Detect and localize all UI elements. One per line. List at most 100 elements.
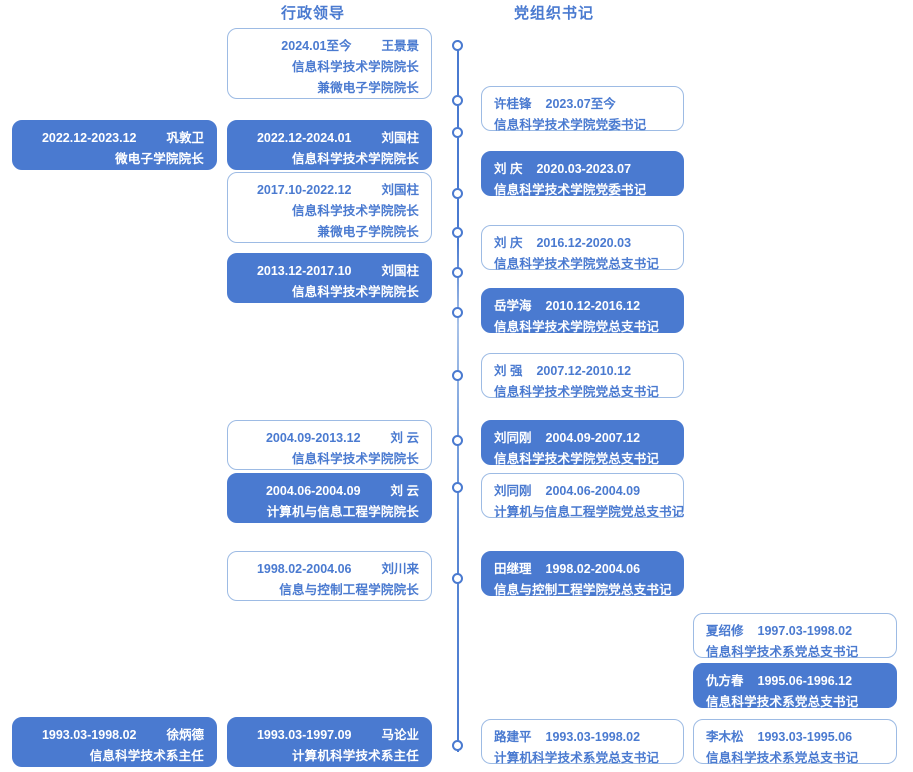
card-position-title: 计算机与信息工程学院党总支书记 — [494, 505, 685, 519]
card-position-title: 微电子学院院长 — [115, 152, 204, 166]
card-period: 2023.07至今 — [545, 97, 616, 111]
timeline-node-2[interactable] — [452, 95, 463, 106]
timeline-card-liuqing-2[interactable]: 刘 庆 2016.12-2020.03 信息科学技术学院党总支书记 — [481, 225, 684, 271]
timeline-node-11[interactable] — [452, 573, 463, 584]
card-person-name: 刘国柱 — [381, 264, 419, 278]
card-position-title: 计算机科学技术系主任 — [291, 749, 419, 763]
card-position-title: 计算机科学技术系党总支书记 — [494, 751, 660, 765]
card-person-name: 李木松 — [706, 730, 744, 744]
timeline-node-5[interactable] — [452, 227, 463, 238]
card-position-title: 信息科学技术学院党总支书记 — [494, 320, 660, 334]
card-person-name: 刘 云 — [390, 484, 419, 498]
column-header-administrative-leaders: 行政领导 — [281, 5, 346, 22]
card-person-name: 马论业 — [381, 728, 419, 742]
card-person-name: 巩敦卫 — [166, 131, 204, 145]
card-period: 2004.06-2004.09 — [265, 484, 361, 498]
timeline-node-7[interactable] — [452, 307, 463, 318]
card-position-title: 信息科学技术学院党委书记 — [494, 183, 647, 197]
card-person-name: 岳学海 — [494, 299, 532, 313]
card-period: 2016.12-2020.03 — [536, 236, 632, 250]
timeline-node-9[interactable] — [452, 435, 463, 446]
card-person-name: 仇方春 — [706, 674, 744, 688]
card-heading-qiufangchun: 仇方春 1995.06-1996.12 — [706, 671, 884, 692]
timeline-node-12[interactable] — [452, 740, 463, 751]
card-person-name: 刘 强 — [494, 364, 523, 378]
column-header-party-secretaries: 党组织书记 — [514, 5, 595, 22]
card-position-title: 信息科学技术学院院长 — [291, 60, 419, 74]
card-period: 2022.12-2024.01 — [256, 131, 352, 145]
card-period: 1993.03-1998.02 — [41, 728, 137, 742]
card-position-title: 兼微电子学院院长 — [317, 225, 419, 239]
card-person-name: 夏绍修 — [706, 624, 744, 638]
card-heading-malunye: 1993.03-1997.09 马论业 — [240, 725, 419, 746]
card-person-name: 刘同刚 — [494, 484, 532, 498]
card-position-title: 信息科学技术系党总支书记 — [706, 751, 859, 765]
card-period: 1993.03-1995.06 — [757, 730, 853, 744]
card-person-name: 刘 庆 — [494, 236, 523, 250]
card-position-title: 信息科学技术系党总支书记 — [706, 645, 859, 659]
card-period: 2013.12-2017.10 — [256, 264, 352, 278]
card-person-name: 路建平 — [494, 730, 532, 744]
timeline-card-limusong[interactable]: 李木松 1993.03-1995.06 信息科学技术系党总支书记 — [693, 719, 897, 765]
card-person-name: 刘 云 — [390, 431, 419, 445]
card-period: 2024.01至今 — [281, 39, 352, 53]
card-period: 2004.06-2004.09 — [545, 484, 641, 498]
timeline-card-liuyun-2[interactable]: 2004.06-2004.09 刘 云计算机与信息工程学院院长 — [227, 473, 432, 523]
card-position-title: 信息科学技术学院党总支书记 — [494, 257, 660, 271]
timeline-node-8[interactable] — [452, 370, 463, 381]
timeline-node-4[interactable] — [452, 188, 463, 199]
card-position-title: 信息科学技术学院党总支书记 — [494, 452, 660, 466]
card-period: 1993.03-1997.09 — [256, 728, 352, 742]
card-period: 1995.06-1996.12 — [757, 674, 853, 688]
card-period: 1998.02-2004.06 — [545, 562, 641, 576]
card-heading-liuyun-1: 2004.09-2013.12 刘 云 — [240, 428, 419, 449]
timeline-node-1[interactable] — [452, 40, 463, 51]
timeline-node-6[interactable] — [452, 267, 463, 278]
timeline-card-xuguifeng[interactable]: 许桂锋 2023.07至今信息科学技术学院党委书记 — [481, 86, 684, 132]
card-period: 2020.03-2023.07 — [536, 162, 632, 176]
card-person-name: 许桂锋 — [494, 97, 532, 111]
timeline-card-malunye[interactable]: 1993.03-1997.09 马论业计算机科学技术系主任 — [227, 717, 432, 767]
card-position-title: 信息科学技术学院党委书记 — [494, 118, 647, 132]
card-person-name: 刘国柱 — [381, 183, 419, 197]
card-position-title: 信息科学技术学院院长 — [291, 204, 419, 218]
card-heading-xuguifeng: 许桂锋 2023.07至今 — [494, 94, 671, 115]
timeline-card-liutonggang-2[interactable]: 刘同刚 2004.06-2004.09 计算机与信息工程学院党总支书记 — [481, 473, 684, 519]
card-position-title: 信息与控制工程学院院长 — [279, 583, 419, 597]
timeline-card-wangjingjing[interactable]: 2024.01至今王景景信息科学技术学院院长兼微电子学院院长 — [227, 28, 432, 99]
card-period: 2004.09-2013.12 — [265, 431, 361, 445]
timeline-node-10[interactable] — [452, 482, 463, 493]
card-position-title: 计算机与信息工程学院院长 — [266, 505, 419, 519]
card-position-title: 信息科学技术系党总支书记 — [706, 695, 859, 709]
card-period: 2004.09-2007.12 — [545, 431, 641, 445]
timeline-card-liuguozhu-3[interactable]: 2013.12-2017.10 刘国柱信息科学技术学院院长 — [227, 253, 432, 303]
card-person-name: 刘川来 — [381, 562, 419, 576]
card-position-title: 信息科学技术学院院长 — [291, 285, 419, 299]
timeline-card-qiufangchun[interactable]: 仇方春 1995.06-1996.12 信息科学技术系党总支书记 — [693, 663, 897, 709]
card-position-title: 信息科学技术系主任 — [89, 749, 204, 763]
timeline-axis — [457, 40, 459, 752]
timeline-node-3[interactable] — [452, 127, 463, 138]
